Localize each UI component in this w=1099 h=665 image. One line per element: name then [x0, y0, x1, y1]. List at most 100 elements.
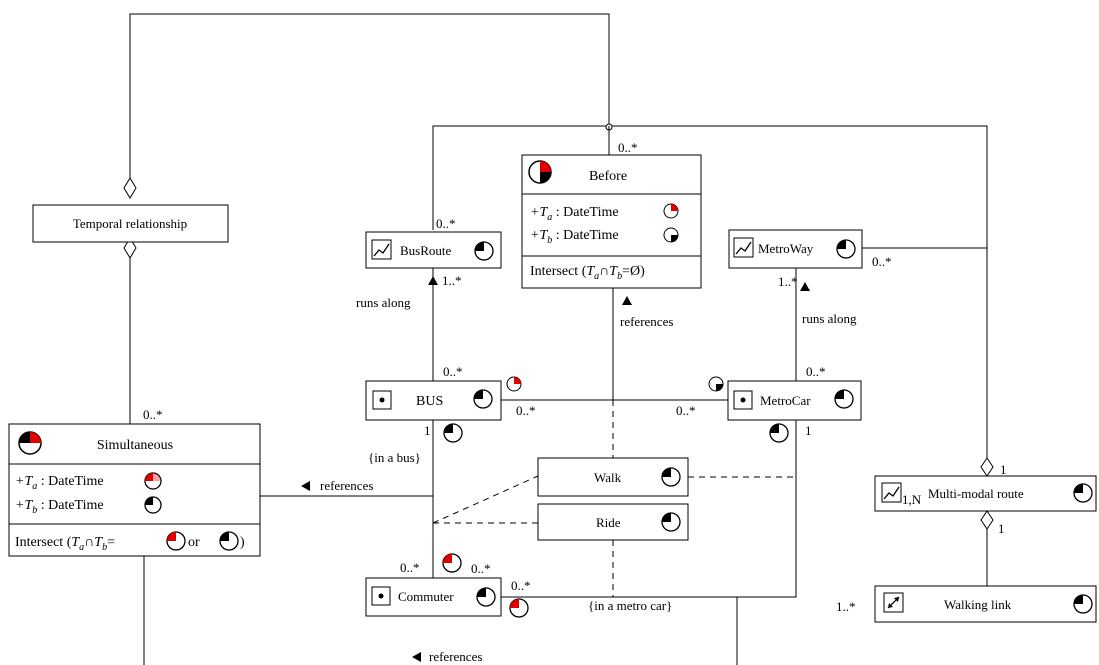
pie-red-icon: [509, 598, 529, 618]
attr-ta: +Ta : DateTime: [530, 205, 619, 223]
multiplicity: 1: [424, 423, 431, 438]
class-walk[interactable]: Walk: [537, 457, 689, 497]
class-walking-link[interactable]: Walking link: [874, 585, 1097, 623]
pie-black-icon: [219, 531, 239, 551]
runs-along-label: runs along: [356, 295, 411, 310]
pie-red-icon: [144, 472, 162, 490]
class-title: Walking link: [944, 597, 1012, 612]
op-intersect: Intersect (Ta∩Tb=: [15, 535, 115, 553]
class-title: MetroWay: [758, 241, 814, 256]
pie-black-icon: [661, 512, 681, 532]
pie-red-icon: [166, 531, 186, 551]
class-metro-car[interactable]: MetroCar: [727, 380, 862, 421]
line-graph-icon: [733, 237, 754, 258]
arrow-left-icon: [301, 481, 310, 491]
class-title: MetroCar: [760, 393, 811, 408]
line-graph-icon: [371, 239, 392, 260]
references-label: references: [620, 314, 673, 329]
pie-black-icon: [1073, 594, 1093, 614]
pie-black-icon: [661, 467, 681, 487]
references-label: references: [320, 478, 373, 493]
line-graph-icon: [881, 482, 902, 503]
arrow-up-icon: [622, 296, 632, 305]
temporal-pie-icon: [528, 160, 552, 184]
class-title: BUS: [416, 394, 443, 409]
pie-black-icon: [836, 239, 856, 259]
pie-red-icon: [442, 553, 462, 573]
class-multi-modal-route[interactable]: 1,N Multi-modal route: [874, 475, 1097, 512]
multiplicity: 0..*: [806, 364, 826, 379]
arrow-up-icon: [800, 282, 810, 291]
pie-black-icon: [144, 496, 162, 514]
pie-black-icon: [1073, 483, 1093, 503]
class-title: Walk: [594, 470, 622, 485]
attr-tb: +Tb : DateTime: [15, 498, 104, 516]
before-top-bus-line: [432, 125, 988, 458]
pie-red-icon: [506, 376, 522, 392]
pie-black-icon: [443, 423, 463, 443]
temporal-pie-icon: [18, 431, 42, 455]
multiplicity: 0..*: [872, 254, 892, 269]
icon-subscript: 1,N: [902, 492, 922, 507]
class-title: Temporal relationship: [73, 216, 187, 231]
class-title: Simultaneous: [97, 438, 173, 453]
pie-black-icon: [769, 423, 789, 443]
aggregation-diamond: [123, 177, 137, 199]
aggregation-diamond: [123, 237, 137, 259]
class-title: Before: [589, 169, 627, 184]
connectors: [123, 13, 994, 665]
class-bus[interactable]: BUS: [365, 380, 502, 421]
multiplicity: 0..*: [436, 216, 456, 231]
multiplicity: 1: [1000, 462, 1007, 477]
class-simultaneous[interactable]: Simultaneous +Ta : DateTime +Tb : DateTi…: [8, 423, 261, 557]
multiplicity: 0..*: [471, 561, 491, 576]
class-metro-way[interactable]: MetroWay: [728, 229, 863, 269]
op-intersect: Intersect (Ta∩Tb=Ø): [530, 264, 645, 282]
class-title: Multi-modal route: [928, 486, 1024, 501]
multiplicity: 0..*: [516, 403, 536, 418]
pie-black-icon: [474, 241, 494, 261]
aggregation-diamond: [980, 510, 994, 530]
multiplicity: 1..*: [442, 273, 462, 288]
point-icon: [371, 586, 391, 606]
multiplicity: 1: [998, 521, 1005, 536]
multiplicity-labels: 0..* 0..* 1..* 0..* 1..* 0..* 0..* 0..* …: [143, 140, 1007, 614]
metrocar-commuter-line: [501, 420, 797, 598]
multiplicity: 0..*: [511, 578, 531, 593]
class-bus-route[interactable]: BusRoute: [365, 231, 502, 269]
multiplicity: 0..*: [676, 403, 696, 418]
pie-red-icon: [663, 203, 679, 219]
link-icon: [883, 592, 904, 613]
constraint-label: {in a bus}: [368, 450, 421, 465]
class-temporal-relationship[interactable]: Temporal relationship: [32, 204, 229, 243]
point-icon: [372, 390, 392, 410]
association-labels: runs along references runs along {in a b…: [320, 295, 857, 664]
arrow-left-icon: [412, 652, 421, 662]
constraint-label: {in a metro car}: [588, 598, 672, 613]
pie-black-icon: [663, 227, 679, 243]
attr-ta: +Ta : DateTime: [15, 474, 104, 492]
class-title: Commuter: [398, 589, 454, 604]
references-label: references: [429, 649, 482, 664]
pie-black-icon: [708, 376, 724, 392]
multiplicity: 0..*: [618, 140, 638, 155]
class-title: BusRoute: [400, 243, 452, 258]
pie-black-icon: [473, 389, 493, 409]
multiplicity: 0..*: [443, 364, 463, 379]
class-title: Ride: [596, 515, 621, 530]
point-icon: [733, 390, 753, 410]
multiplicity: 0..*: [400, 560, 420, 575]
walk-assoc-dashed: [432, 475, 539, 524]
multiplicity: 1..*: [836, 599, 856, 614]
op-or-text: or: [188, 535, 200, 550]
op-close-paren: ): [240, 535, 245, 550]
class-ride[interactable]: Ride: [537, 503, 689, 541]
class-before[interactable]: Before +Ta : DateTime +Tb : DateTime Int…: [521, 154, 702, 289]
runs-along-label: runs along: [802, 311, 857, 326]
temporal-to-before-line: [129, 13, 610, 178]
class-commuter[interactable]: Commuter: [365, 577, 502, 617]
arrow-up-icon: [428, 276, 438, 285]
attr-tb: +Tb : DateTime: [530, 228, 619, 246]
multiplicity: 1..*: [778, 274, 798, 289]
